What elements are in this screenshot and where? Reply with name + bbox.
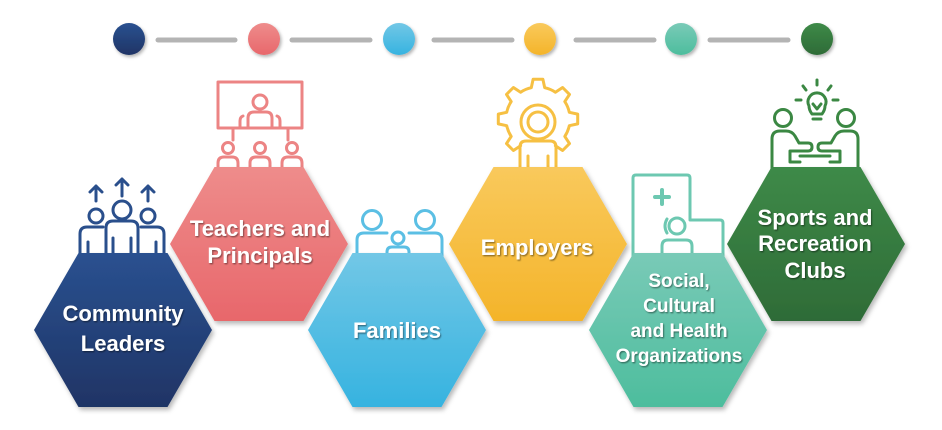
label-line: Families xyxy=(353,318,441,343)
timeline-dot-community-leaders xyxy=(113,23,145,55)
hexagon-social-cultural-health-organizations: Social, Cultural and Health Organization… xyxy=(589,253,767,407)
timeline-dot-employers xyxy=(524,23,556,55)
hexagon-shape xyxy=(727,167,905,321)
timeline-dot-sports-clubs xyxy=(801,23,833,55)
hexagon-employers: Employers xyxy=(449,167,627,321)
classroom-presentation-icon xyxy=(216,80,304,174)
label-line: Cultural xyxy=(643,296,715,317)
hexagon-sports-recreation-clubs: Sports and Recreation Clubs xyxy=(727,167,905,321)
people-arrows-up-icon xyxy=(78,177,166,260)
collaboration-lightbulb-icon xyxy=(770,78,860,174)
label-line: Leaders xyxy=(81,331,165,356)
timeline-dot-teachers-principals xyxy=(248,23,280,55)
timeline-dot-social-organizations xyxy=(665,23,697,55)
label-line: Sports and xyxy=(758,205,873,230)
gear-person-icon xyxy=(496,77,580,174)
label-line: Community xyxy=(63,301,185,326)
label-line: Organizations xyxy=(616,346,743,367)
label-line: Principals xyxy=(207,243,312,268)
label-line: Teachers and xyxy=(190,216,330,241)
hexagon-shape xyxy=(308,253,486,407)
hospital-person-icon xyxy=(631,173,725,260)
hexagon-shape xyxy=(589,253,767,407)
label-line: Employers xyxy=(481,235,594,260)
hexagon-community-leaders: Community Leaders xyxy=(34,253,212,407)
label-line: Clubs xyxy=(784,258,845,283)
family-icon xyxy=(355,209,444,260)
label-line: Social, xyxy=(648,271,709,292)
hexagon-shape xyxy=(170,167,348,321)
hexagon-shape xyxy=(34,253,212,407)
label-line: Recreation xyxy=(758,231,872,256)
hexagon-shape xyxy=(449,167,627,321)
timeline-dot-families xyxy=(383,23,415,55)
timeline xyxy=(113,23,833,55)
hexagon-teachers-principals: Teachers and Principals xyxy=(170,167,348,321)
label-line: and Health xyxy=(630,321,727,342)
hexagon-families: Families xyxy=(308,253,486,407)
